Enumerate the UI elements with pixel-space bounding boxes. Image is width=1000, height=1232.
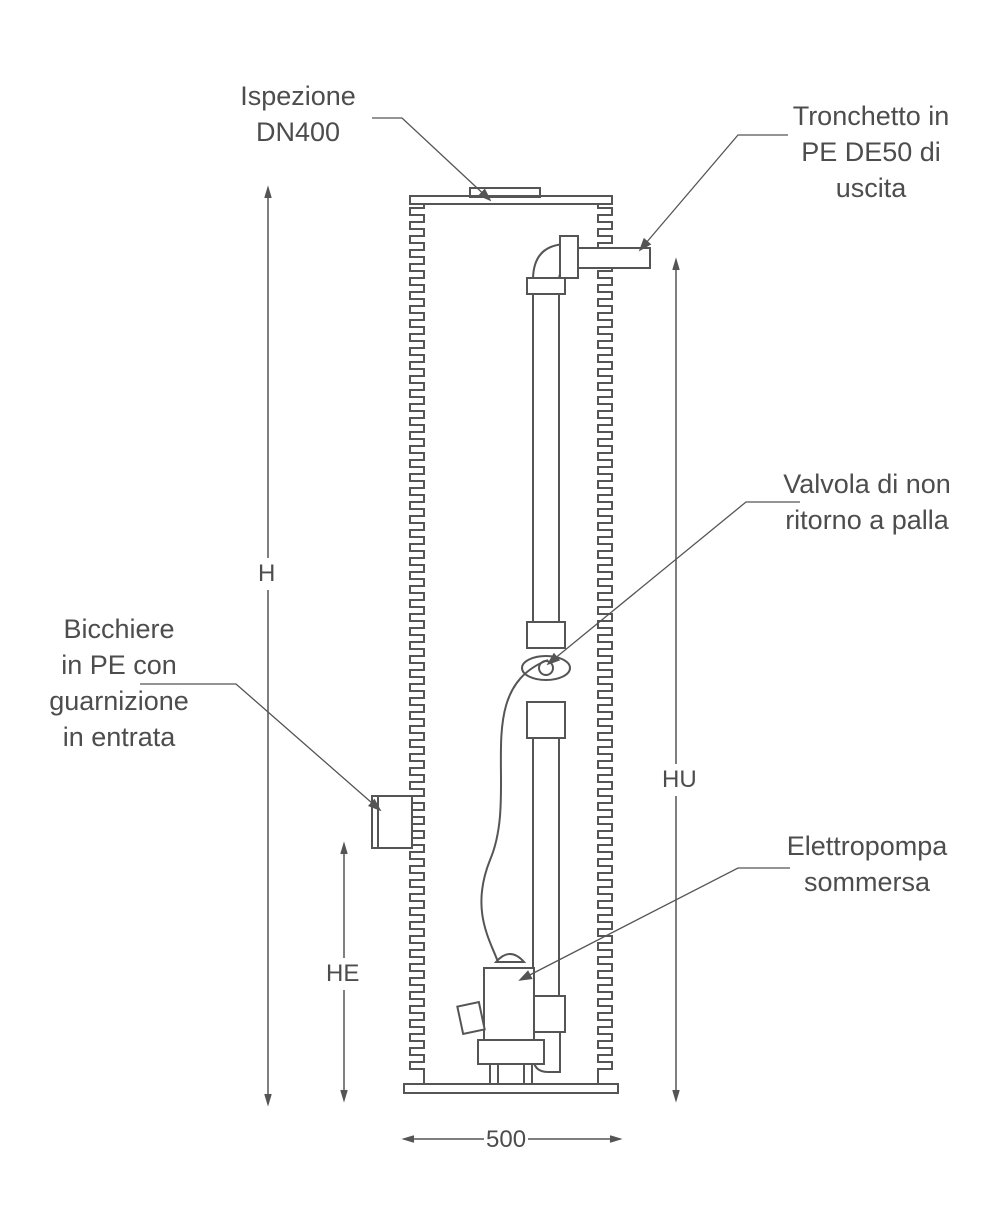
leader-outlet [639,134,788,251]
leader-inlet [140,683,381,811]
label-inspection-line-1: Ispezione [240,81,356,111]
label-pump: Elettropompa sommersa [770,828,964,900]
dimension-hu-arrow-bottom [672,1089,680,1103]
outlet-stub-pipe [577,247,651,269]
dimension-lines [264,185,680,1143]
dimension-width-arrow-left [401,1135,415,1143]
dimension-h-arrow-top [264,185,272,199]
pump-foot-left [489,1063,499,1085]
dimension-h-arrow-bottom [264,1093,272,1107]
submersible-pump [456,659,549,1085]
outlet-coupling [559,235,579,279]
label-outlet-line-3: uscita [835,173,907,203]
dimension-h: H [256,558,278,590]
inspection-cap [469,187,541,198]
label-outlet-line-2: PE DE50 di [801,137,941,167]
leader-outlet-arrow [638,237,652,252]
leader-inlet-arrow [367,798,382,812]
leader-lines [140,117,800,981]
label-inspection-line-2: DN400 [255,117,341,147]
valve-lower-coupling [526,701,566,739]
label-check-valve: Valvola di non ritorno a palla [762,466,972,538]
label-outlet-line-1: Tronchetto in [792,101,950,131]
tank-base [403,1083,619,1094]
dimension-width-arrow-right [609,1135,623,1143]
float-cable [480,659,549,963]
label-inspection: Ispezione DN400 [222,78,374,150]
valve-upper-coupling [526,621,566,649]
leader-pump [519,867,790,981]
leader-check-valve [547,501,800,665]
leader-inspection-arrow [478,188,492,202]
leader-inspection [372,117,491,201]
riser-pipe-lower [532,737,560,999]
pump-handle [493,953,527,963]
float-switch [456,1000,486,1036]
label-inlet-line-3: guarnizione [49,686,189,716]
dimension-hu: HU [660,764,699,796]
label-check-valve-line-2: ritorno a palla [785,505,949,535]
label-check-valve-line-1: Valvola di non [783,469,951,499]
riser-pipe-upper [532,291,560,629]
dimension-hu-arrow-top [672,257,680,271]
label-inlet-line-4: in entrata [62,722,176,752]
elbow-coupling [526,277,566,295]
dimension-width: 500 [484,1124,529,1156]
pump-volute [477,1039,545,1065]
label-inlet-line-1: Bicchiere [63,614,175,644]
dimension-he-arrow-bottom [340,1089,348,1103]
tank-wall-right [597,205,613,1084]
tank-body [371,187,619,1094]
label-pump-line-1: Elettropompa [786,831,948,861]
label-outlet: Tronchetto in PE DE50 di uscita [775,98,967,206]
label-pump-line-2: sommersa [803,867,931,897]
label-inlet-line-2: in PE con [61,650,177,680]
leader-check-valve-arrow [546,652,561,666]
tank-wall-left [409,205,425,1084]
pump-foot-right [523,1063,533,1085]
dimension-he: HE [324,958,362,990]
leader-pump-arrow [518,970,533,981]
label-inlet: Bicchiere in PE con guarnizione in entra… [30,611,208,755]
dimension-he-arrow-top [340,841,348,855]
